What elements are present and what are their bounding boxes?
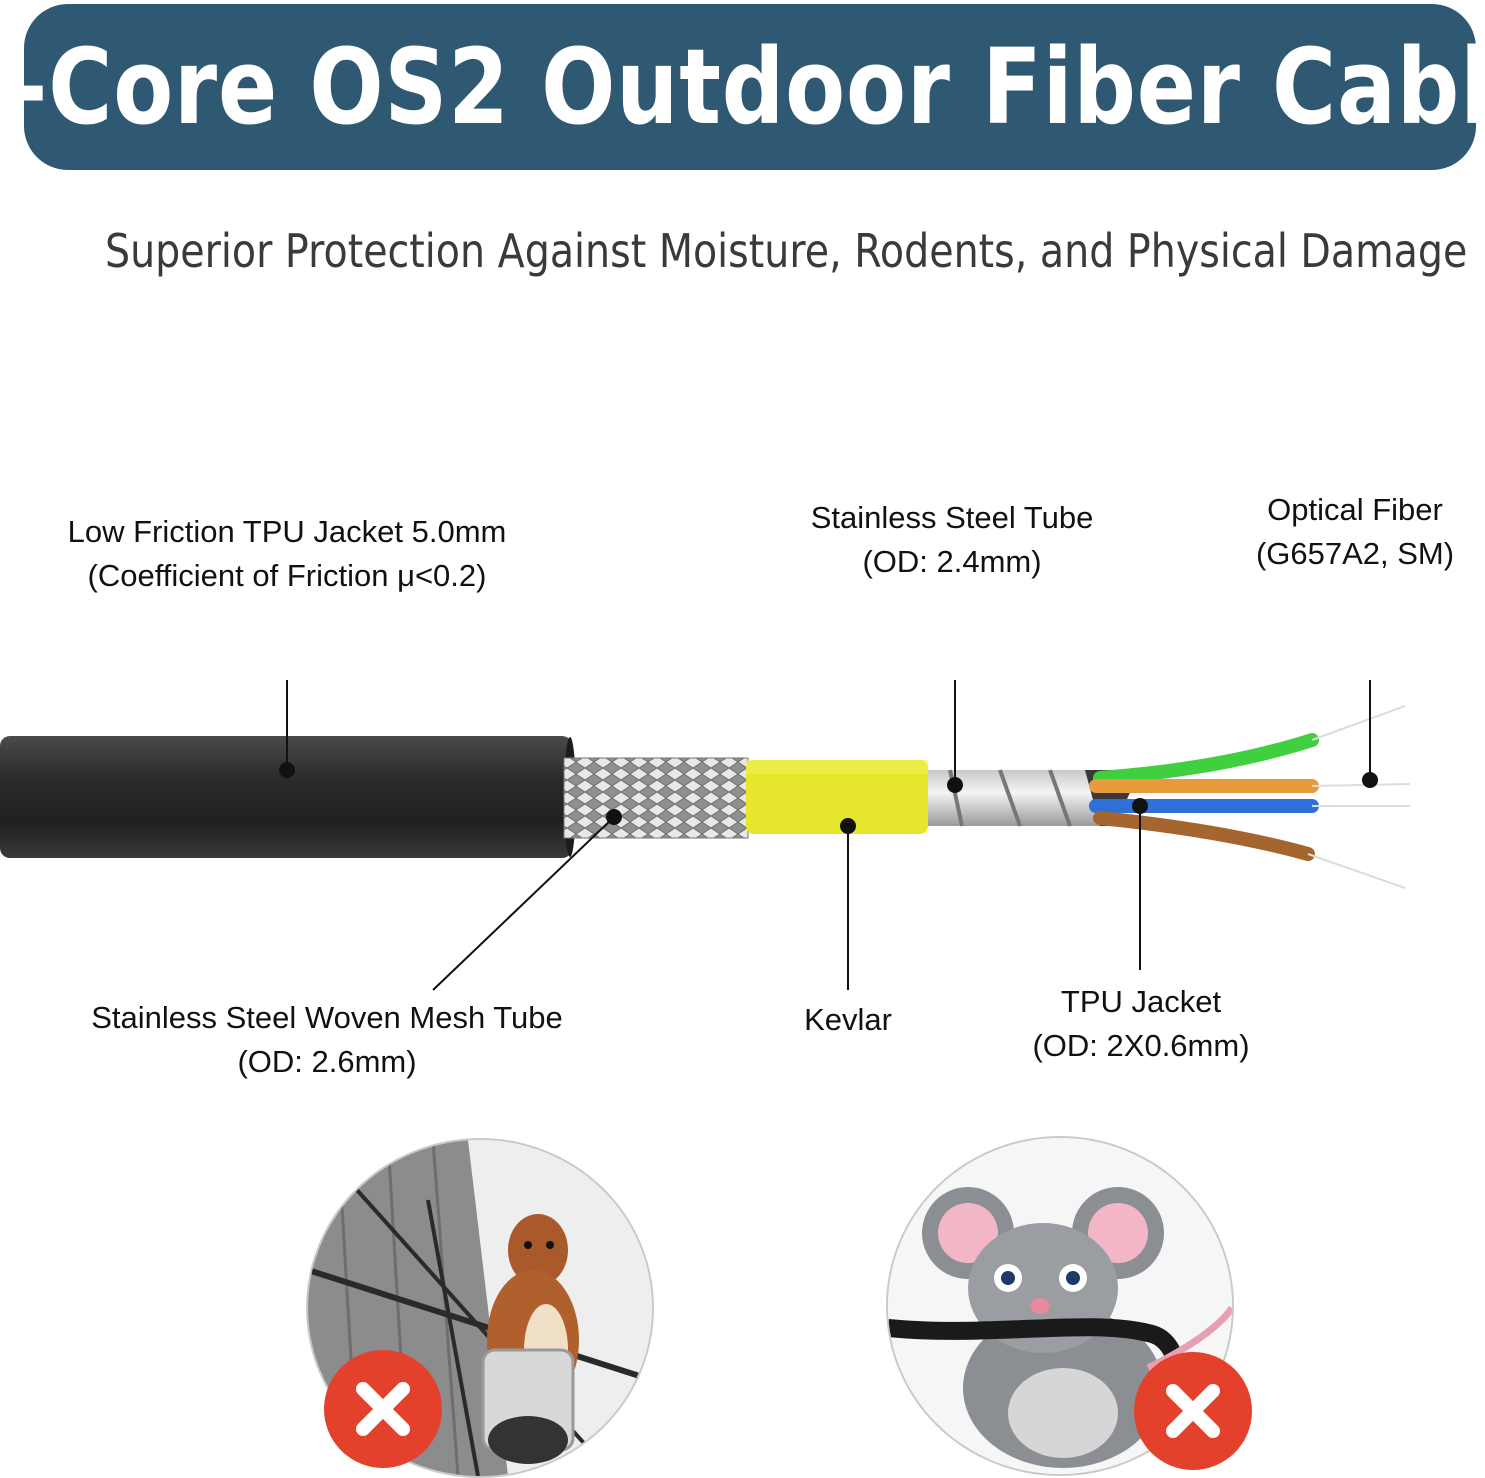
fiber-brown — [1093, 811, 1315, 861]
outer-jacket — [0, 736, 572, 858]
page-subtitle: Superior Protection Against Moisture, Ro… — [105, 224, 1468, 278]
cable-diagram — [0, 680, 1411, 991]
label-woven-mesh-tube: Stainless Steel Woven Mesh Tube (OD: 2.6… — [91, 1000, 563, 1079]
label-tpu-inner-jacket: TPU Jacket (OD: 2X0.6mm) — [1032, 984, 1250, 1063]
x-icon — [1134, 1352, 1252, 1470]
mesh-tube — [564, 758, 748, 838]
label-tpu-outer-jacket: Low Friction TPU Jacket 5.0mm (Coefficie… — [67, 514, 507, 593]
x-icon — [324, 1350, 442, 1468]
label-kevlar: Kevlar — [804, 1002, 892, 1037]
page-title: 4-Core OS2 Outdoor Fiber Cable — [0, 26, 1485, 148]
label-stainless-steel-tube: Stainless Steel Tube (OD: 2.4mm) — [810, 500, 1094, 579]
label-optical-fiber: Optical Fiber (G657A2, SM) — [1255, 492, 1455, 571]
fiber-green — [1093, 733, 1319, 785]
kevlar-layer — [746, 760, 928, 834]
mouse-illustration — [886, 1136, 1234, 1476]
title-banner: 4-Core OS2 Outdoor Fiber Cable — [0, 4, 1485, 170]
